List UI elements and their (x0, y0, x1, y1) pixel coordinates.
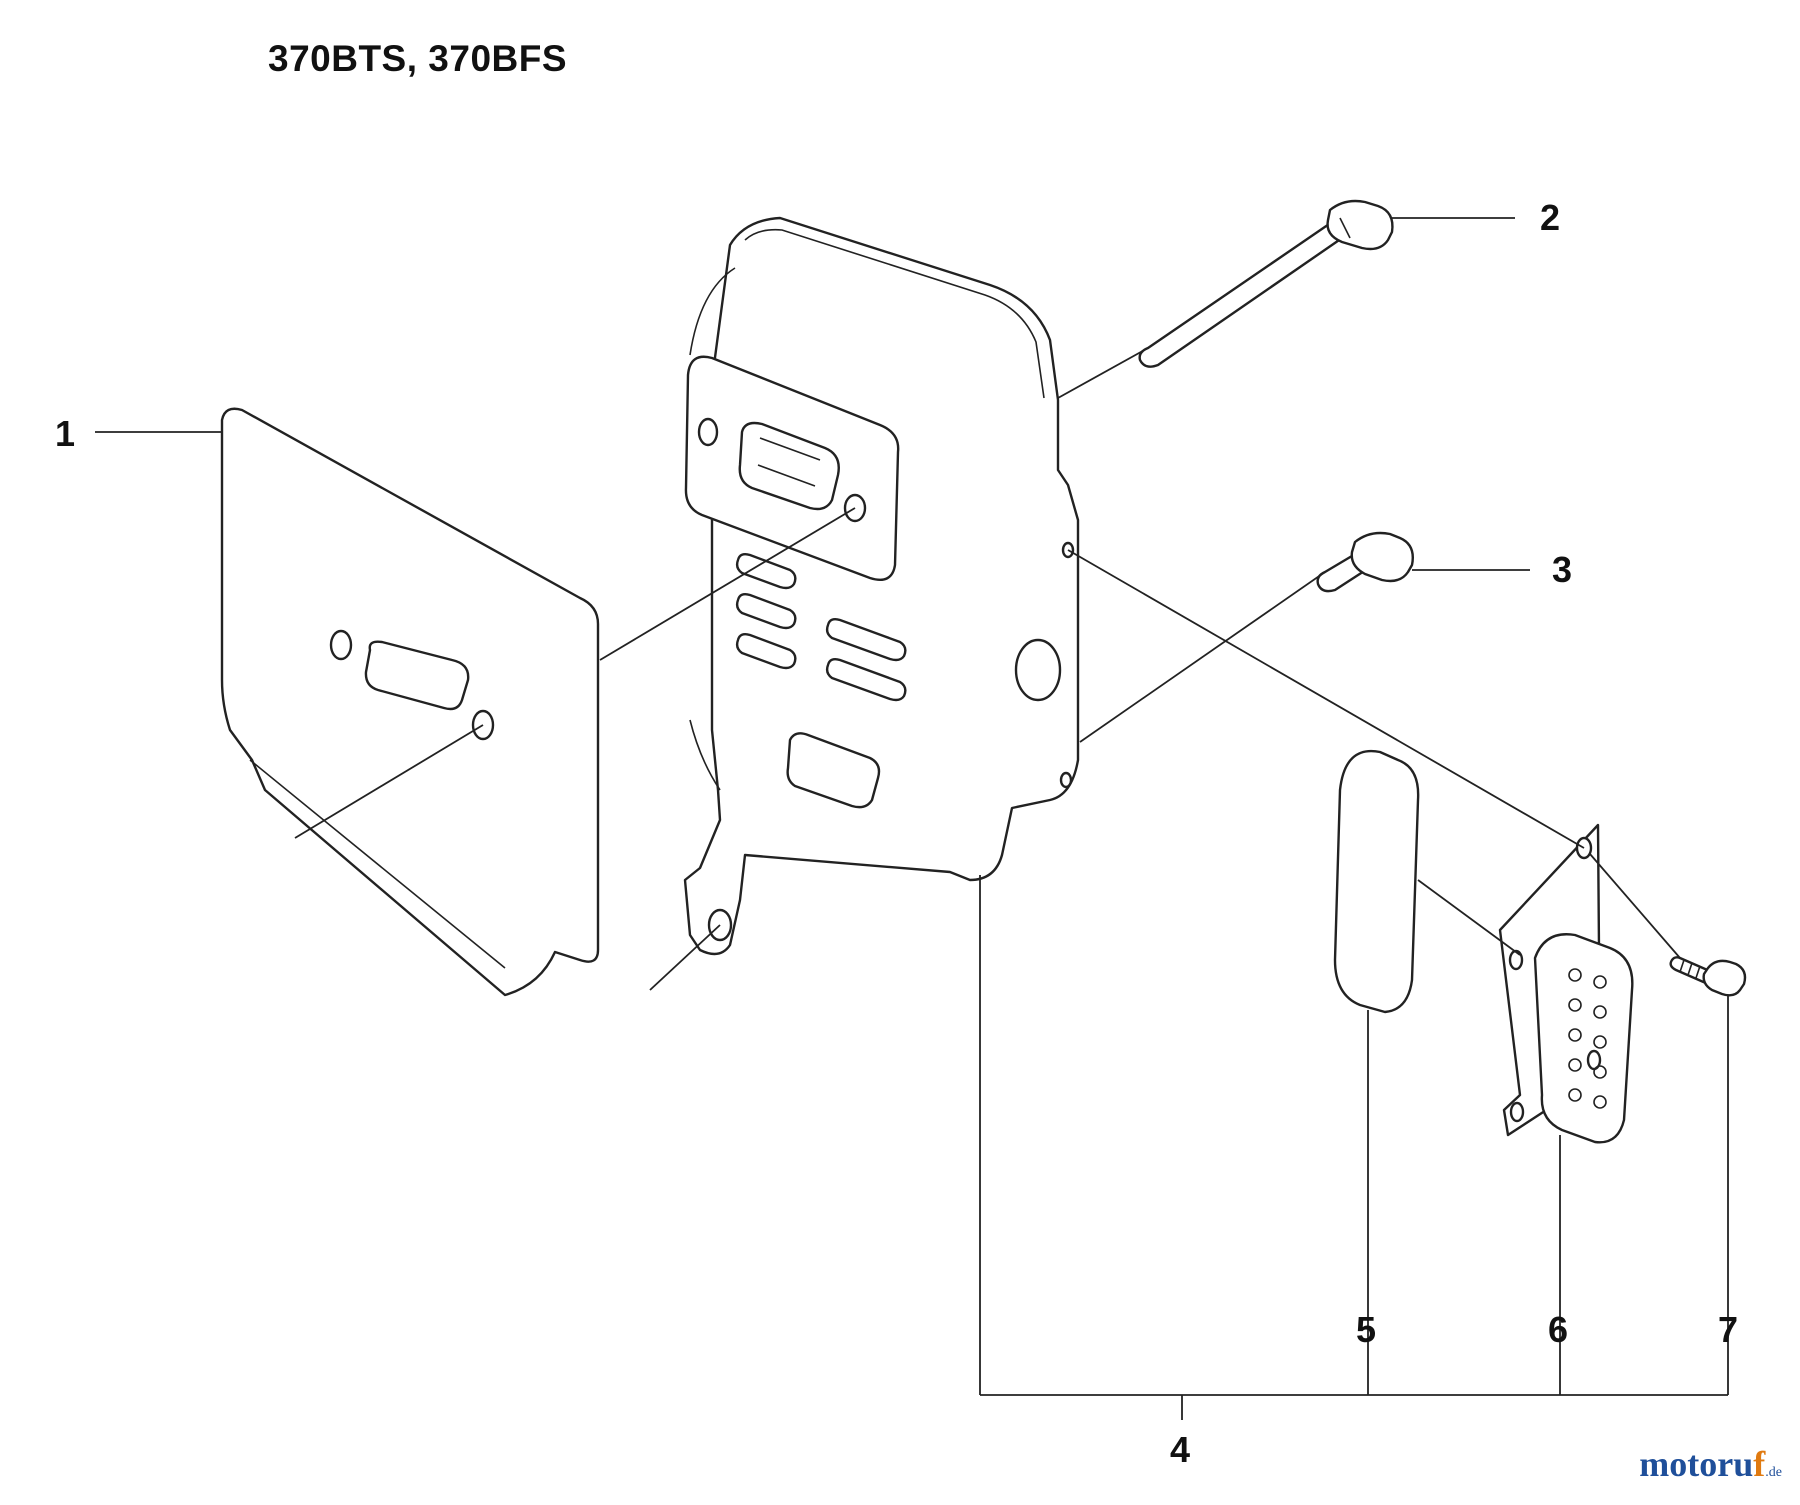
watermark-accent: f (1753, 1444, 1766, 1484)
callout-3: 3 (1552, 549, 1572, 590)
leader-lines (95, 217, 1729, 1420)
watermark-main: motoru (1639, 1444, 1754, 1484)
callout-2: 2 (1540, 197, 1560, 238)
part-cover-plate (1498, 823, 1634, 1144)
part-heat-shield-plate (220, 407, 600, 997)
part-screw (1669, 956, 1747, 997)
callout-1: 1 (55, 413, 75, 454)
callout-5: 5 (1356, 1309, 1376, 1350)
callout-4: 4 (1170, 1429, 1190, 1470)
part-spark-arrestor-screen (1333, 749, 1420, 1014)
part-short-bolt (1316, 531, 1414, 593)
watermark-tld: .de (1765, 1465, 1782, 1480)
callout-6: 6 (1548, 1309, 1568, 1350)
part-long-bolt (1138, 199, 1394, 368)
watermark-logo: motoruf.de (1639, 1443, 1782, 1485)
part-muffler-body (683, 216, 1080, 956)
model-title: 370BTS, 370BFS (268, 38, 568, 79)
callout-7: 7 (1718, 1309, 1738, 1350)
